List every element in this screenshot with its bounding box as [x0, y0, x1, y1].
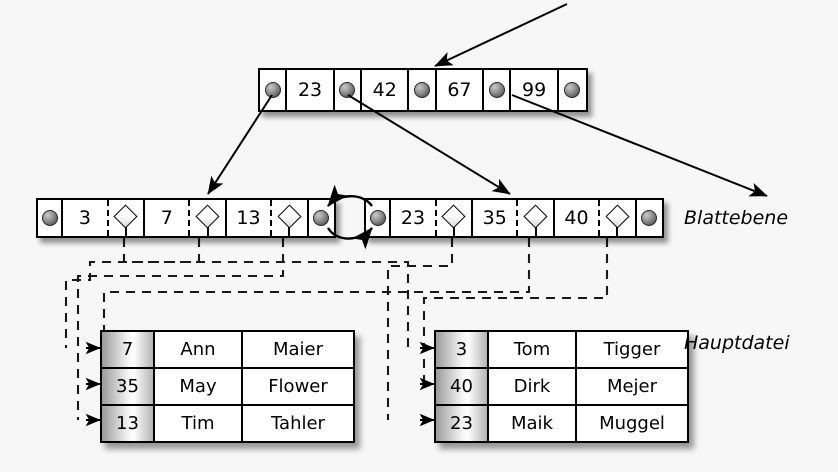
row-last: Muggel — [599, 413, 665, 434]
row-key: 13 — [102, 406, 155, 441]
row-key: 23 — [436, 406, 489, 441]
row-key: 40 — [436, 369, 489, 404]
pointer-dot-icon — [313, 210, 330, 226]
row-key: 7 — [102, 332, 155, 367]
pointer-dot-icon — [369, 210, 386, 226]
dashed-link-13 — [76, 238, 285, 420]
table-row[interactable]: 3 Tom Tigger — [436, 332, 687, 369]
leaf-node-left[interactable]: 3 7 13 — [36, 198, 336, 238]
leafR-key-1[interactable]: 35 — [473, 200, 519, 236]
row-first: Ann — [155, 332, 243, 367]
leafR-record-pointer-2[interactable] — [600, 200, 637, 236]
root-pointer-1[interactable] — [334, 70, 363, 110]
row-last: Tahler — [271, 413, 325, 434]
pointer-dot-icon — [641, 210, 658, 226]
row-first: Dirk — [489, 369, 577, 404]
arrow-leaf-prev — [327, 184, 373, 207]
data-table-right[interactable]: 3 Tom Tigger 40 Dirk Mejer 23 Maik Mugge… — [434, 330, 689, 443]
diamond-icon — [518, 200, 553, 236]
row-first: Tim — [155, 406, 243, 441]
root-pointer-3[interactable] — [484, 70, 512, 110]
diamond-icon — [272, 200, 307, 236]
diamond-icon — [109, 200, 144, 236]
diamond-icon — [190, 200, 225, 236]
leaf-node-right[interactable]: 23 35 40 — [364, 198, 664, 238]
label-blattebene: Blattebene — [684, 207, 789, 229]
leafR-key-0[interactable]: 23 — [391, 200, 437, 236]
dashed-link-3 — [122, 238, 410, 348]
arrow-root-to-leaf-right — [347, 94, 511, 195]
leafR-pointer-prev[interactable] — [366, 200, 392, 236]
leafL-key-1[interactable]: 7 — [145, 200, 191, 236]
pointer-dot-icon — [264, 82, 281, 98]
leafR-record-pointer-0[interactable] — [436, 200, 474, 236]
root-key-2[interactable]: 67 — [436, 70, 485, 110]
table-row[interactable]: 40 Dirk Mejer — [436, 369, 687, 406]
diamond-icon — [600, 200, 635, 236]
label-hauptdatei: Hauptdatei — [684, 332, 790, 354]
row-first: Tom — [489, 332, 577, 367]
root-key-1[interactable]: 42 — [362, 70, 410, 110]
leafR-record-pointer-1[interactable] — [518, 200, 555, 236]
leafR-pointer-next[interactable] — [636, 200, 663, 236]
leafL-key-2[interactable]: 13 — [226, 200, 273, 236]
row-last: Flower — [268, 376, 328, 397]
pointer-dot-icon — [564, 82, 581, 98]
dashed-link-40 — [422, 238, 609, 384]
row-key: 35 — [102, 369, 155, 404]
row-first: Maik — [489, 406, 577, 441]
arrow-root-to-blattebene — [511, 94, 768, 197]
leafL-pointer-prev[interactable] — [38, 200, 64, 236]
arrow-into-root — [434, 3, 568, 67]
diamond-icon — [437, 200, 472, 236]
pointer-dot-icon — [339, 82, 356, 98]
leafL-key-0[interactable]: 3 — [63, 200, 109, 236]
row-last: Tigger — [603, 339, 661, 360]
root-node[interactable]: 23 42 67 99 — [258, 68, 588, 112]
table-row[interactable]: 23 Maik Muggel — [436, 406, 687, 441]
arrow-root-to-leaf-left — [207, 94, 273, 195]
leafL-record-pointer-0[interactable] — [108, 200, 146, 236]
row-first: May — [155, 369, 243, 404]
root-key-0[interactable]: 23 — [287, 70, 335, 110]
table-row[interactable]: 13 Tim Tahler — [102, 406, 353, 441]
root-pointer-2[interactable] — [409, 70, 437, 110]
row-key: 3 — [436, 332, 489, 367]
table-row[interactable]: 35 May Flower — [102, 369, 353, 406]
data-table-left[interactable]: 7 Ann Maier 35 May Flower 13 Tim Tahler — [100, 330, 355, 443]
dashed-link-23 — [386, 238, 454, 420]
pointer-dot-icon — [414, 82, 431, 98]
pointer-dot-icon — [488, 82, 505, 98]
root-pointer-4[interactable] — [558, 70, 586, 110]
leafL-record-pointer-1[interactable] — [190, 200, 227, 236]
arrow-leaf-next — [326, 227, 373, 250]
pointer-dot-icon — [41, 210, 58, 226]
row-last: Mejer — [606, 376, 658, 397]
row-last: Maier — [272, 339, 324, 360]
root-pointer-0[interactable] — [260, 70, 288, 110]
leafL-record-pointer-2[interactable] — [272, 200, 309, 236]
table-row[interactable]: 7 Ann Maier — [102, 332, 353, 369]
leafR-key-2[interactable]: 40 — [554, 200, 601, 236]
dashed-link-7 — [64, 238, 201, 348]
